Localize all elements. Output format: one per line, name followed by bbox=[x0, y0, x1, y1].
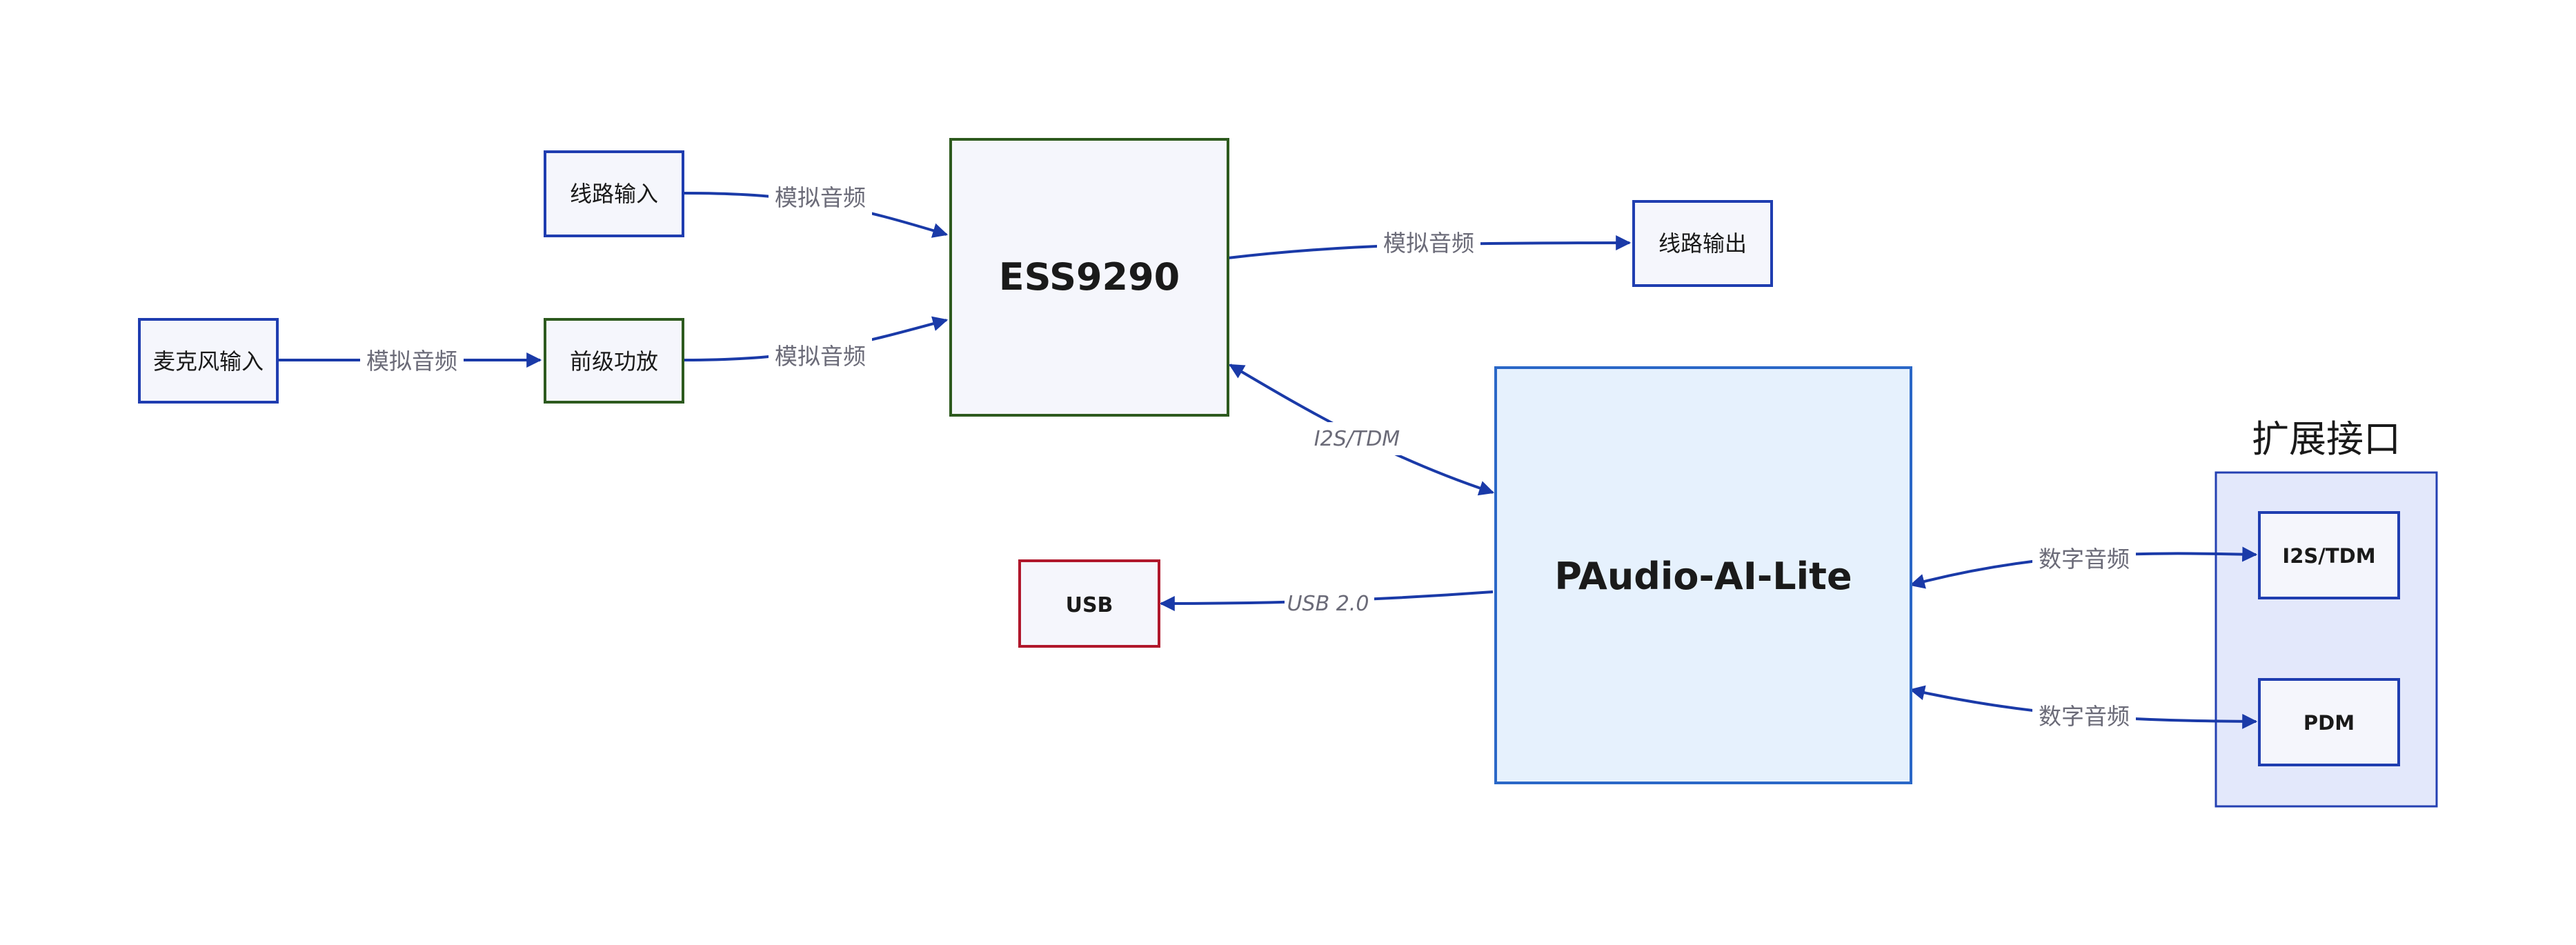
node-i2s-tdm-label: I2S/TDM bbox=[2282, 544, 2375, 568]
extension-group-title: 扩展接口 bbox=[2252, 417, 2401, 461]
edge-label-bg bbox=[1312, 422, 1402, 455]
node-pdm-label: PDM bbox=[2303, 711, 2355, 735]
edge-label-bg bbox=[1377, 225, 1480, 261]
node-ess9290-label: ESS9290 bbox=[999, 255, 1180, 299]
node-preamp-label: 前级功放 bbox=[570, 348, 658, 375]
edge-label-bg bbox=[769, 338, 872, 374]
node-line-output-label: 线路输出 bbox=[1658, 230, 1747, 257]
node-mic-input-box bbox=[138, 318, 279, 404]
node-preamp-box bbox=[544, 318, 684, 404]
node-i2s-tdm-box bbox=[2258, 511, 2400, 599]
edge-label-bg bbox=[360, 342, 464, 378]
edge-label-bg bbox=[1285, 588, 1374, 621]
edge-label-paudio-i2s: 数字音频 bbox=[2039, 546, 2130, 573]
node-pdm-box bbox=[2258, 678, 2400, 766]
node-usb-label: USB bbox=[1066, 593, 1113, 617]
node-mic-input-label: 麦克风输入 bbox=[153, 348, 264, 375]
edge-label-preamp-to-ess: 模拟音频 bbox=[775, 343, 866, 370]
edge-label-bg bbox=[769, 179, 872, 215]
edge-label-paudio-usb: USB 2.0 bbox=[1287, 592, 1369, 616]
node-line-input-label: 线路输入 bbox=[570, 181, 658, 207]
node-paudio-label: PAudio-AI-Lite bbox=[1554, 555, 1852, 598]
edge-label-bg bbox=[2032, 698, 2136, 734]
edge-label-ess-to-line-out: 模拟音频 bbox=[1383, 230, 1474, 257]
edge-label-ess-paudio: I2S/TDM bbox=[1314, 427, 1400, 451]
edge-label-line-in-to-ess: 模拟音频 bbox=[775, 184, 866, 211]
node-line-input-box bbox=[544, 150, 684, 237]
edge-label-bg bbox=[2032, 541, 2136, 577]
node-line-output-box bbox=[1632, 200, 1773, 287]
edge-label-paudio-pdm: 数字音频 bbox=[2039, 703, 2130, 730]
node-ess9290-box bbox=[949, 138, 1229, 417]
edge-label-mic-to-preamp: 模拟音频 bbox=[366, 348, 457, 375]
node-paudio-box bbox=[1494, 366, 1912, 784]
node-usb-box bbox=[1018, 559, 1160, 648]
